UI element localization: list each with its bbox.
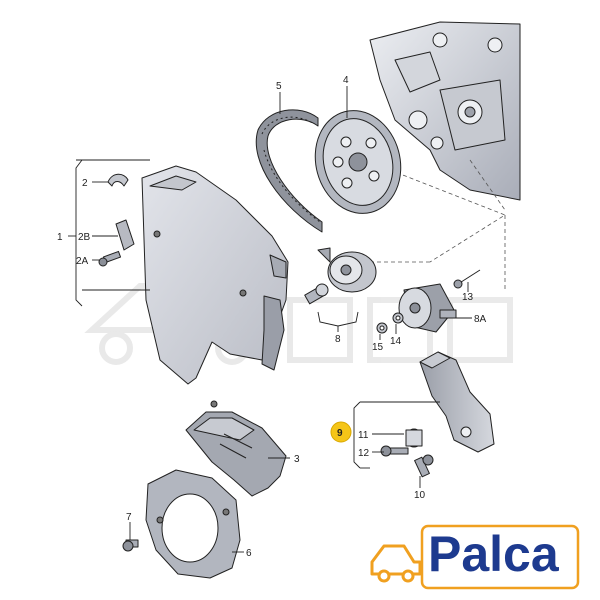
label-7: 7	[126, 512, 132, 523]
label-13: 13	[462, 292, 474, 303]
label-6: 6	[246, 548, 252, 559]
label-15: 15	[372, 342, 384, 353]
car-icon	[370, 544, 422, 583]
bolt-part-7	[122, 539, 139, 552]
label-14: 14	[390, 336, 402, 347]
bolt-part-2a	[98, 250, 122, 267]
label-12: 12	[358, 448, 370, 459]
washer-part-14	[392, 312, 404, 324]
palca-logo	[370, 524, 580, 590]
label-2b: 2B	[78, 232, 91, 243]
label-11: 11	[358, 430, 369, 441]
callout-labels: 1 2 2B 2A 5 4 8 13 8A 14 15 9 11 12 10 3…	[57, 75, 487, 559]
engine-block	[369, 21, 521, 201]
bolt-part-12	[380, 445, 409, 457]
label-10: 10	[414, 490, 426, 501]
nut-part-15	[376, 322, 388, 334]
label-8a: 8A	[474, 314, 487, 325]
label-8: 8	[335, 334, 341, 345]
label-9: 9	[337, 428, 343, 439]
tensioner-pulley	[317, 247, 377, 293]
engine-mount-bracket	[419, 351, 495, 453]
label-3: 3	[294, 454, 300, 465]
label-4: 4	[343, 75, 349, 86]
clip-part-2b	[115, 219, 135, 251]
upper-timing-cover	[141, 165, 289, 385]
bolt-part-13	[453, 269, 481, 289]
timing-belt	[255, 109, 323, 233]
idler-pulley-bracket	[398, 283, 457, 333]
middle-timing-cover	[185, 400, 287, 497]
label-2: 2	[82, 178, 88, 189]
clip-part-2	[107, 173, 129, 187]
brand-name: Palca	[428, 526, 559, 582]
tensioner-bolt	[304, 283, 329, 305]
highlight-marker	[330, 421, 352, 443]
leader-lines	[68, 86, 472, 553]
camshaft-sprocket	[314, 110, 402, 214]
spacer-part-11	[405, 428, 423, 448]
bolt-part-10	[414, 454, 434, 478]
label-2a: 2A	[76, 256, 89, 267]
rear-backplate	[145, 469, 241, 579]
label-5: 5	[276, 81, 282, 92]
label-1: 1	[57, 232, 63, 243]
